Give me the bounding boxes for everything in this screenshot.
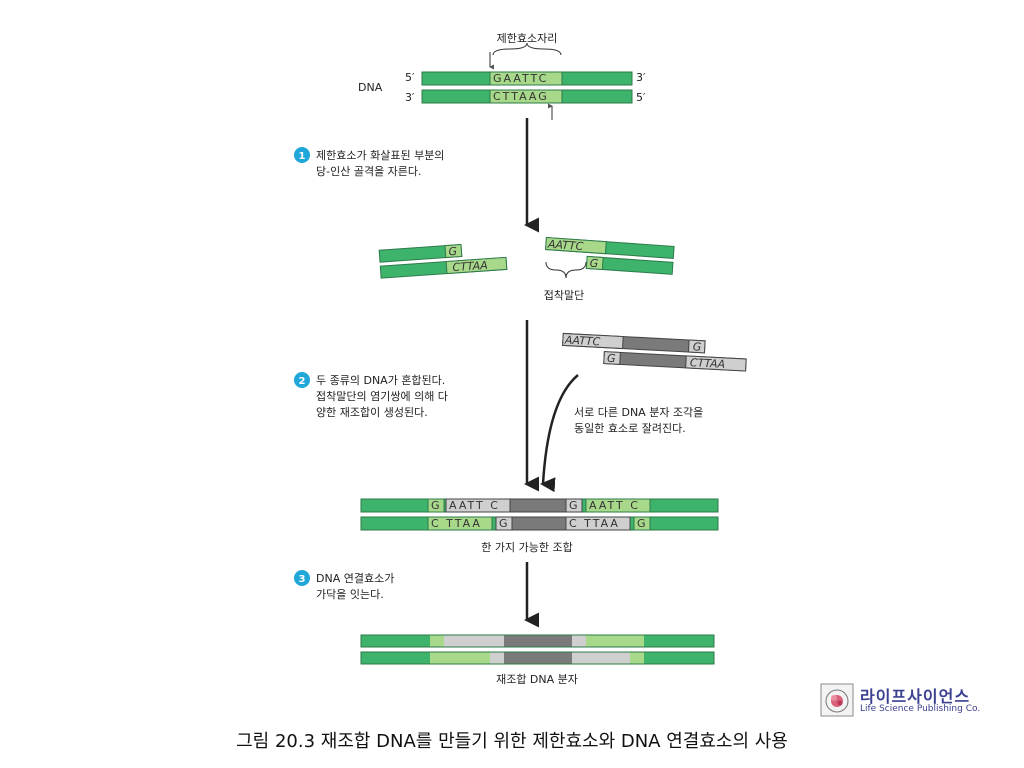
foreign-top-left: AATTC (564, 333, 601, 348)
step3-line1: DNA 연결효소가 (316, 572, 394, 585)
top-site-highlight (489, 71, 563, 86)
combo-bottom-4: G (637, 517, 648, 530)
step3-line2: 가닥을 잇는다. (316, 588, 384, 601)
left-bottom-end: CTTAA (452, 259, 488, 274)
bottom-site-highlight (489, 89, 563, 104)
publisher-logo: 라이프사이언스 Life Science Publishing Co. (820, 683, 995, 719)
step3-number: 3 (299, 574, 306, 585)
combination-strands: G AATT C G AATT C C TTAA G C TTAA G (360, 498, 719, 531)
combo-bottom-1: C TTAA (431, 517, 482, 530)
left-top-end: G (448, 245, 457, 259)
top-5prime: 5′ (405, 71, 415, 84)
bottom-3prime: 3′ (405, 91, 415, 104)
sticky-brace (545, 261, 587, 279)
foreign-merge-arrow (540, 374, 579, 493)
recombinant-strands (360, 634, 715, 665)
sticky-end-label: 접착말단 (544, 289, 584, 302)
step3-badge (294, 570, 310, 586)
step2-line3: 양한 재조합이 생성된다. (316, 406, 428, 419)
foreign-top-right: G (692, 340, 701, 353)
foreign-note-line2: 동일한 효소로 잘려진다. (574, 421, 686, 435)
step2-badge (294, 372, 310, 388)
logo-subtitle: Life Science Publishing Co. (860, 704, 981, 714)
bottom-sequence: CTTAAG (493, 90, 549, 103)
foreign-fragment: AATTC G G CTTAA (562, 332, 747, 372)
foreign-bottom-right: CTTAA (690, 356, 726, 371)
step1-number: 1 (299, 151, 306, 162)
bottom-5prime: 5′ (636, 91, 646, 104)
step2-number: 2 (299, 376, 306, 387)
combo-top-4: AATT C (589, 499, 640, 512)
top-3prime: 3′ (636, 71, 646, 84)
combo-top-2: AATT C (449, 499, 500, 512)
restriction-site-label: 제한효소자리 (497, 32, 558, 45)
step1-badge (294, 147, 310, 163)
combo-bottom-2: G (499, 517, 510, 530)
seal-icon (820, 683, 854, 717)
step2-line2: 접착말단의 염기쌍에 의해 다 (316, 389, 448, 403)
recombinant-label: 재조합 DNA 분자 (496, 673, 578, 686)
foreign-note-line1: 서로 다른 DNA 분자 조각을 (574, 406, 703, 419)
combo-top-1: G (431, 499, 442, 512)
step1-line1: 제한효소가 화살표된 부분의 (316, 149, 444, 162)
right-bottom-end: G (589, 257, 598, 271)
combo-bottom-3: C TTAA (569, 517, 620, 530)
right-fragment: AATTC G (545, 236, 675, 275)
right-top-end: AATTC (547, 238, 585, 254)
foreign-bottom-left: G (607, 352, 616, 365)
figure-caption: 그림 20.3 재조합 DNA를 만들기 위한 제한효소와 DNA 연결효소의 … (236, 731, 788, 752)
site-brace (492, 42, 562, 56)
step1-line2: 당-인산 골격을 자른다. (316, 165, 422, 178)
top-sequence: GAATTC (493, 72, 548, 85)
logo-name: 라이프사이언스 (860, 687, 971, 706)
combo-top-3: G (569, 499, 580, 512)
step2-line1: 두 종류의 DNA가 혼합된다. (316, 374, 445, 387)
combination-label: 한 가지 가능한 조합 (481, 541, 572, 554)
left-fragment: G CTTAA (378, 243, 508, 279)
dna-label: DNA (358, 81, 383, 94)
